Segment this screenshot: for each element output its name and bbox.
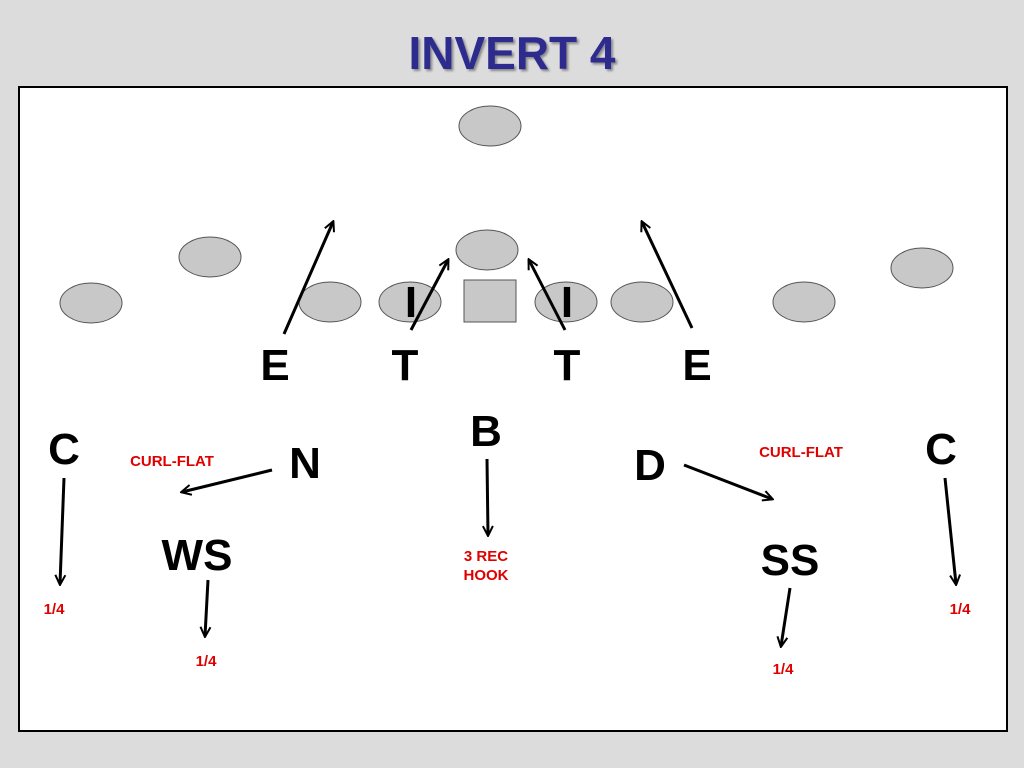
label-gap-right: I [561, 278, 573, 327]
offense-player-lineman-3 [534, 281, 598, 323]
note-dime-curl-flat: CURL-FLAT [759, 444, 843, 461]
note-nickel-curl-flat: CURL-FLAT [130, 453, 214, 470]
label-corner-right: C [925, 425, 957, 474]
note-backer-line2: HOOK [464, 567, 509, 584]
arrow-end-right [642, 222, 694, 329]
label-dime: D [634, 441, 666, 490]
note-ss-quarter: 1/4 [773, 661, 795, 678]
offense-player-lineman-4 [610, 281, 674, 323]
offense-player-lineman-1 [298, 281, 362, 323]
offense-player-lineman-2 [378, 281, 442, 323]
label-backer: B [470, 407, 502, 456]
label-nickel: N [289, 439, 321, 488]
arrow-dime-curl-flat [683, 463, 772, 499]
label-corner-left: C [48, 425, 80, 474]
play-diagram: I I E T T E B C N D C WS SS CURL-FLAT CU… [44, 105, 972, 678]
arrow-corner-right-deep [943, 477, 956, 584]
offense-player-wide-right [772, 281, 836, 323]
note-ws-quarter: 1/4 [196, 653, 218, 670]
label-end-right: E [682, 341, 711, 390]
label-tackle-left: T [392, 341, 419, 390]
offense-player-wing-left [178, 236, 242, 278]
offense-player-back [455, 229, 519, 271]
assignment-notes: CURL-FLAT CURL-FLAT 3 REC HOOK 1/4 1/4 1… [44, 444, 972, 678]
arrow-ws-deep [205, 579, 208, 636]
offense-player-deep [458, 105, 522, 147]
field-diagram: I I E T T E B C N D C WS SS CURL-FLAT CU… [18, 86, 1008, 732]
arrow-tackle-left [409, 260, 448, 331]
route-arrows [60, 222, 956, 646]
offense-player-wing-right [890, 247, 954, 289]
offense-center [463, 279, 517, 323]
label-strong-safety: SS [761, 536, 820, 585]
label-tackle-right: T [554, 341, 581, 390]
arrow-end-left [282, 222, 333, 335]
arrow-ss-deep [781, 587, 792, 646]
offense-players [59, 105, 954, 324]
arrow-tackle-right [529, 260, 567, 331]
defense-labels: I I E T T E B C N D C WS SS [48, 278, 957, 585]
arrow-backer-hook [487, 458, 488, 535]
note-corner-right-quarter: 1/4 [950, 601, 972, 618]
label-gap-left: I [405, 278, 417, 327]
offense-player-wide-left [59, 282, 123, 324]
label-weak-safety: WS [162, 531, 233, 580]
arrow-nickel-curl-flat [182, 468, 273, 492]
note-corner-left-quarter: 1/4 [44, 601, 66, 618]
arrow-corner-left-deep [60, 477, 64, 584]
label-end-left: E [260, 341, 289, 390]
slide-title: INVERT 4 [408, 27, 616, 79]
note-backer-line1: 3 REC [464, 548, 508, 565]
